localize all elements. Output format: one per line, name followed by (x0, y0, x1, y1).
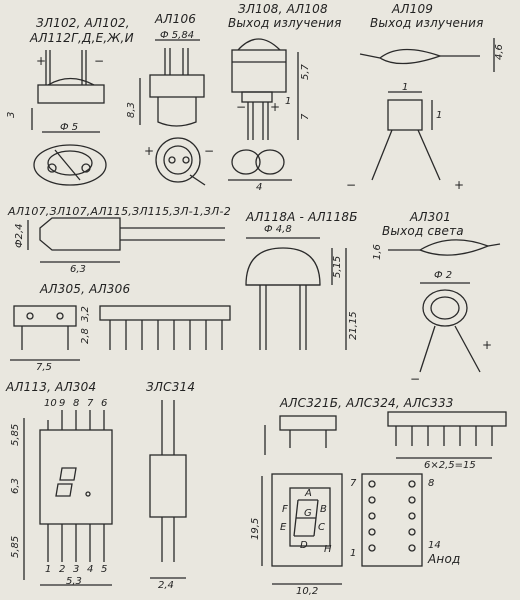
title-als: АЛС321Б, АЛС324, АЛС333 (280, 396, 454, 410)
caption-light: Выход света (382, 224, 464, 238)
pin-num-top: 9 (59, 398, 66, 409)
title-zl108: ЗЛ108, АЛ108 (238, 2, 328, 16)
dim-24: Ф2,4 (14, 223, 25, 248)
dim-63b: 6,3 (10, 478, 21, 494)
dim-75: 7,5 (36, 362, 52, 373)
al107-package (27, 217, 225, 263)
dim-46: 4,6 (494, 44, 505, 60)
minus-mark: − (236, 100, 247, 114)
caption-emit-2: Выход излучения (370, 16, 484, 30)
dim-195: 19,5 (250, 517, 261, 540)
zls314-package (149, 400, 187, 579)
pin-num-top: 7 (87, 398, 94, 409)
dim-62515: 6×2,5=15 (424, 460, 476, 471)
dim-585b: 5,85 (10, 535, 21, 558)
title-al106: АЛ106 (155, 12, 197, 26)
title-al118: АЛ118А - АЛ118Б (246, 210, 358, 224)
dim-57: 5,7 (300, 64, 311, 80)
al109-package (359, 38, 495, 181)
als-pin-14: 14 (428, 540, 441, 551)
pin-num-top: 10 (44, 398, 57, 409)
al305-package (10, 305, 231, 361)
pin-num-bottom: 4 (87, 564, 94, 575)
dim-83: 8,3 (126, 102, 137, 118)
al301-package (388, 239, 501, 373)
dim-48: Ф 4,8 (264, 224, 292, 235)
seg-h: H (324, 544, 332, 555)
seg-g: G (304, 508, 312, 519)
al106-package (139, 39, 206, 186)
dim-1c: 1 (436, 110, 443, 121)
minus-mark: − (410, 372, 421, 386)
seg-c: C (318, 522, 325, 533)
pin-num-top: 8 (73, 398, 80, 409)
dim-32: 3,2 (80, 306, 91, 322)
plus-mark: + (482, 338, 493, 352)
seg-f: F (282, 504, 288, 515)
dim-d5: Ф 5 (60, 122, 79, 133)
dim-585a: 5,85 (10, 423, 21, 446)
pin-num-bottom: 2 (59, 564, 66, 575)
pin-num-top: 6 (101, 398, 108, 409)
pin-num-bottom: 1 (45, 564, 52, 575)
dim-1b: 1 (402, 82, 409, 93)
als-pin-7: 7 (350, 478, 357, 489)
plus-mark: + (144, 144, 155, 158)
seg-d: D (300, 540, 308, 551)
title-al113: АЛ113, АЛ304 (6, 380, 97, 394)
title-zls314: ЗЛС314 (146, 380, 196, 394)
al118-package (245, 237, 347, 350)
zl108-package (228, 38, 299, 181)
caption-emit-1: Выход излучения (228, 16, 342, 30)
als-package (261, 411, 507, 585)
dim-d2: Ф 2 (434, 270, 453, 281)
dim-1a: 1 (285, 96, 292, 107)
dim-3: 3 (6, 111, 17, 118)
dim-63a: 6,3 (70, 264, 86, 275)
plus-mark: + (454, 178, 465, 192)
als-pin-1: 1 (350, 548, 357, 559)
title-al109: АЛ109 (392, 2, 434, 16)
plus-mark: + (270, 100, 281, 114)
dim-4: 4 (256, 182, 263, 193)
dim-d584: Ф 5,84 (160, 30, 195, 41)
al102-package (31, 50, 107, 186)
dim-2115: 21,15 (348, 311, 359, 340)
dim-16: 1,6 (372, 244, 383, 260)
dim-7: 7 (300, 113, 311, 120)
minus-mark: − (94, 54, 105, 68)
seg-a: A (305, 488, 312, 499)
title-al301: АЛ301 (410, 210, 452, 224)
minus-mark: − (204, 144, 215, 158)
plus-mark: + (36, 54, 47, 68)
al113-package (23, 410, 113, 586)
title-al305: АЛ305, АЛ306 (40, 282, 131, 296)
title-al112: АЛ112Г,Д,Е,Ж,И (30, 31, 134, 45)
als-pin-8: 8 (428, 478, 435, 489)
dim-102: 10,2 (296, 586, 319, 597)
title-al107: АЛ107,ЗЛ107,АЛ115,ЗЛ115,ЗЛ-1,ЗЛ-2 (8, 205, 231, 218)
dim-515: 5,15 (332, 255, 343, 278)
seg-b: B (320, 504, 327, 515)
dim-53: 5,3 (66, 576, 82, 587)
seg-e: E (280, 522, 287, 533)
minus-mark: − (346, 178, 357, 192)
title-al102: ЗЛ102, АЛ102, (36, 16, 130, 30)
dim-28: 2,8 (80, 328, 91, 344)
dim-24b: 2,4 (158, 580, 174, 591)
pin-num-bottom: 5 (101, 564, 108, 575)
caption-anod: Анод (428, 552, 461, 566)
pin-num-bottom: 3 (73, 564, 80, 575)
